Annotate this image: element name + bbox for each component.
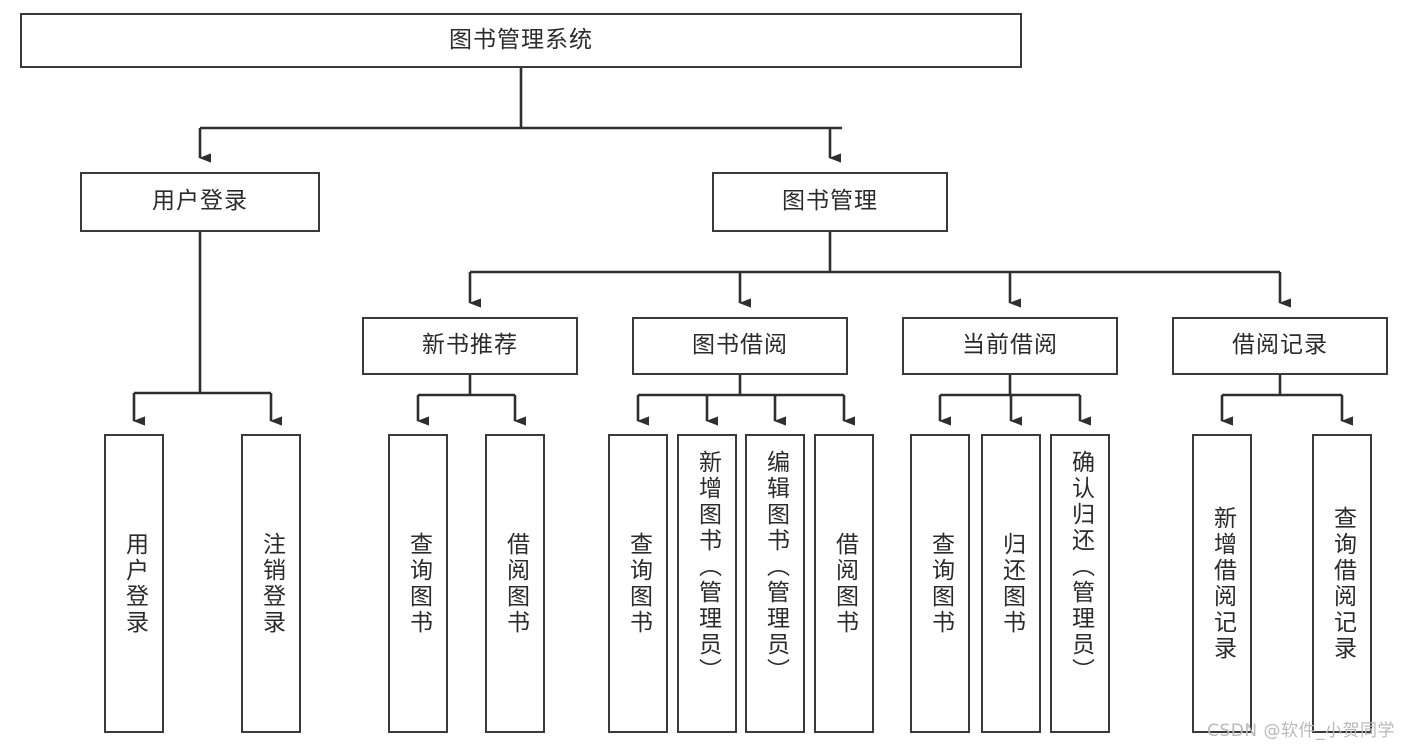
node-root-system[interactable]: 图书管理系统 [20,13,1022,68]
node-leaf-nbr-query-book[interactable]: 查询图书 [388,434,448,733]
node-book-borrow[interactable]: 图书借阅 [632,317,848,375]
node-borrow-record[interactable]: 借阅记录 [1172,317,1388,375]
node-book-manage[interactable]: 图书管理 [712,172,948,232]
watermark-text: CSDN @软件_小贺同学 [1207,721,1395,741]
node-label: 借阅图书 [831,531,858,636]
node-leaf-user-login-do[interactable]: 用户登录 [104,434,164,733]
node-label: 确认归还（管理员） [1067,450,1094,684]
node-leaf-bb-borrow-book[interactable]: 借阅图书 [814,434,874,733]
node-new-book-recommend[interactable]: 新书推荐 [362,317,578,375]
node-leaf-bb-edit-book[interactable]: 编辑图书（管理员） [745,434,805,733]
node-leaf-cb-confirm-return[interactable]: 确认归还（管理员） [1050,434,1110,733]
node-leaf-cb-return-book[interactable]: 归还图书 [981,434,1041,733]
node-leaf-bb-add-book[interactable]: 新增图书（管理员） [677,434,737,733]
node-label: 借阅图书 [502,531,529,636]
node-leaf-user-logout[interactable]: 注销登录 [241,434,301,733]
node-leaf-bb-query-book[interactable]: 查询图书 [608,434,668,733]
node-label: 查询借阅记录 [1329,505,1356,662]
node-current-borrow[interactable]: 当前借阅 [902,317,1118,375]
node-label: 图书借阅 [692,332,788,359]
node-label: 查询图书 [405,531,432,636]
node-label: 新增借阅记录 [1209,505,1236,662]
node-label: 注销登录 [258,531,285,636]
node-label: 当前借阅 [962,332,1058,359]
node-label: 图书管理系统 [449,26,593,53]
node-label: 图书管理 [782,188,878,215]
node-label: 借阅记录 [1232,332,1328,359]
node-label: 用户登录 [152,188,248,215]
node-leaf-cb-query-book[interactable]: 查询图书 [910,434,970,733]
node-leaf-br-add-record[interactable]: 新增借阅记录 [1192,434,1252,733]
node-label: 查询图书 [927,531,954,636]
node-label: 用户登录 [121,531,148,636]
node-label: 新增图书（管理员） [694,450,721,684]
node-label: 归还图书 [998,531,1025,636]
node-label: 新书推荐 [422,332,518,359]
node-leaf-nbr-borrow-book[interactable]: 借阅图书 [485,434,545,733]
node-label: 编辑图书（管理员） [762,450,789,684]
node-label: 查询图书 [625,531,652,636]
node-user-login[interactable]: 用户登录 [80,172,320,232]
node-leaf-br-query-record[interactable]: 查询借阅记录 [1312,434,1372,733]
